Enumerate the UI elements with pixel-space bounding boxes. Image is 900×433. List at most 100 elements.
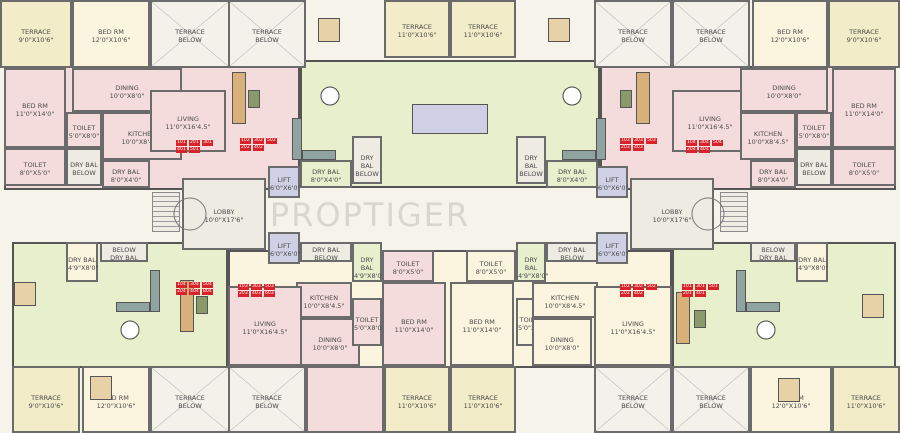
room-dimension: 4'9"X8'0"	[354, 272, 385, 280]
room-name: DRY BAL	[110, 254, 138, 262]
kitchen-counter	[596, 118, 606, 160]
room-dimension: 10'0"X8'0"	[312, 344, 348, 352]
room-dimension: 10'0"X17'6"	[204, 216, 244, 224]
room-name: BELOW	[72, 169, 96, 177]
room-name: BED RM	[98, 28, 124, 36]
room-name: BELOW	[699, 36, 723, 44]
unit-number-tag: 401	[176, 147, 187, 153]
unit-number-tag: 101	[176, 140, 187, 146]
room-dimension: 11'0"X16'4.5"	[610, 328, 656, 336]
unit-number-tag: 101	[682, 284, 693, 290]
room-name: DRY BAL	[360, 154, 374, 170]
room-name: TERRACE	[252, 28, 282, 36]
room-name: BED RM	[401, 318, 427, 326]
unit-number-tag: 204	[176, 289, 187, 295]
room-name: TERRACE	[252, 393, 282, 402]
room-name: TERRACE	[402, 393, 432, 402]
unit-number-tag: 202	[620, 291, 631, 297]
unit-number-tag: 203	[238, 291, 249, 297]
room-name: TERRACE	[468, 393, 498, 402]
room-name: BELOW	[355, 170, 379, 178]
room-dimension: 12'0"X10'6"	[96, 401, 136, 410]
room-dimension: 11'0"X16'4.5"	[687, 123, 733, 131]
unit-number-tag: 102	[620, 284, 631, 290]
room-name: LIFT	[605, 242, 619, 250]
kitchen-counter	[746, 302, 780, 312]
unit-number-tag: 303	[633, 138, 644, 144]
unit-number-tag: 401	[695, 291, 706, 297]
room-name: TERRACE	[696, 393, 726, 402]
room-name: LIFT	[277, 242, 291, 250]
kitchen-counter	[736, 270, 746, 312]
room-name: TOILET	[479, 260, 503, 268]
room-name: TERRACE	[175, 393, 205, 402]
room-dimension: 5'0"X8'0"	[68, 132, 100, 140]
room-dimension: 10'0"X8'4.5"	[544, 302, 586, 310]
unit-number-tag: 301	[695, 284, 706, 290]
room-dimension: 12'0"X10'6"	[770, 36, 810, 44]
unit-number-tag: 804	[202, 289, 213, 295]
bed	[318, 18, 340, 42]
room-dimension: 11'0"X10'6"	[846, 401, 886, 410]
room-name: DRY BAL	[524, 154, 538, 170]
room-dimension: 11'0"X16'4.5"	[165, 123, 211, 131]
room-dimension: 11'0"X10'6"	[463, 401, 503, 410]
unit-number-tag: 303	[251, 284, 262, 290]
room-name: BELOW	[621, 401, 645, 410]
unit-number-tag: 104	[176, 282, 187, 288]
room-name: BED RM	[22, 102, 48, 110]
unit-number-tag: 502	[266, 138, 277, 144]
room-name: TERRACE	[468, 23, 498, 31]
room-name: LIVING	[177, 115, 199, 123]
room-name: TOILET	[519, 316, 543, 324]
room-dimension: 10'0"X8'4.5"	[121, 138, 163, 146]
unit-number-tag: 302	[633, 284, 644, 290]
unit-number-tag: 503	[264, 284, 275, 290]
stair-landing	[173, 197, 207, 231]
unit-number-tag: 503	[646, 138, 657, 144]
room-name: DRY BAL	[312, 168, 340, 176]
